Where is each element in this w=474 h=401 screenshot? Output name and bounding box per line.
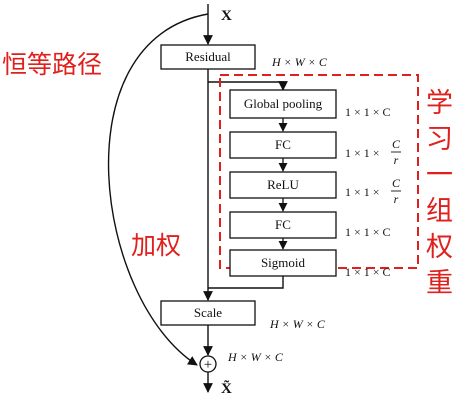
weighting-label: 加权 bbox=[131, 231, 181, 260]
learn-weights-char-1: 学 bbox=[426, 88, 453, 119]
learn-weights-char-4: 组 bbox=[426, 196, 453, 227]
sigmoid-label: Sigmoid bbox=[261, 255, 306, 270]
relu-box bbox=[229, 171, 337, 199]
relu-label: ReLU bbox=[267, 177, 299, 192]
learn-weights-label: 学 习 一 组 权 重 bbox=[426, 88, 453, 299]
fc2-box bbox=[229, 211, 337, 239]
fc1-box bbox=[229, 131, 337, 159]
se-blocks: Global pooling 1 × 1 × C FC 1 × 1 × C r … bbox=[229, 89, 401, 279]
identity-path bbox=[107, 13, 209, 366]
identity-path-label: 恒等路径 bbox=[2, 50, 102, 79]
add-dim: H × W × C bbox=[227, 350, 284, 364]
residual-dim: H × W × C bbox=[271, 55, 328, 69]
relu-dim-num: C bbox=[392, 176, 401, 190]
global-pooling-label: Global pooling bbox=[244, 96, 323, 111]
residual-box bbox=[160, 44, 256, 70]
learn-weights-char-5: 权 bbox=[426, 232, 453, 263]
branch-line bbox=[208, 81, 288, 91]
relu-dim-prefix: 1 × 1 × bbox=[345, 185, 380, 199]
scale-label: Scale bbox=[194, 305, 222, 320]
relu-dim-den: r bbox=[394, 192, 399, 206]
learn-weights-char-6: 重 bbox=[426, 268, 453, 299]
fc1-dim-den: r bbox=[394, 153, 399, 167]
learn-weights-char-3: 一 bbox=[426, 160, 453, 191]
learn-weights-char-2: 习 bbox=[426, 124, 453, 155]
scale-box bbox=[160, 300, 256, 326]
fc1-dim-num: C bbox=[392, 137, 401, 151]
sigmoid-dim: 1 × 1 × C bbox=[345, 265, 391, 279]
add-symbol: + bbox=[204, 357, 212, 373]
sigmoid-to-scale-line bbox=[208, 276, 284, 289]
input-label: X bbox=[221, 8, 232, 24]
global-pooling-dim: 1 × 1 × C bbox=[345, 105, 391, 119]
sigmoid-box bbox=[229, 249, 337, 277]
output-label: X̃ bbox=[221, 380, 232, 397]
residual-label: Residual bbox=[185, 49, 231, 64]
fc1-dim-prefix: 1 × 1 × bbox=[345, 146, 380, 160]
fc2-dim: 1 × 1 × C bbox=[345, 225, 391, 239]
scale-dim: H × W × C bbox=[269, 317, 326, 331]
fc1-label: FC bbox=[275, 137, 291, 152]
fc2-label: FC bbox=[275, 217, 291, 232]
